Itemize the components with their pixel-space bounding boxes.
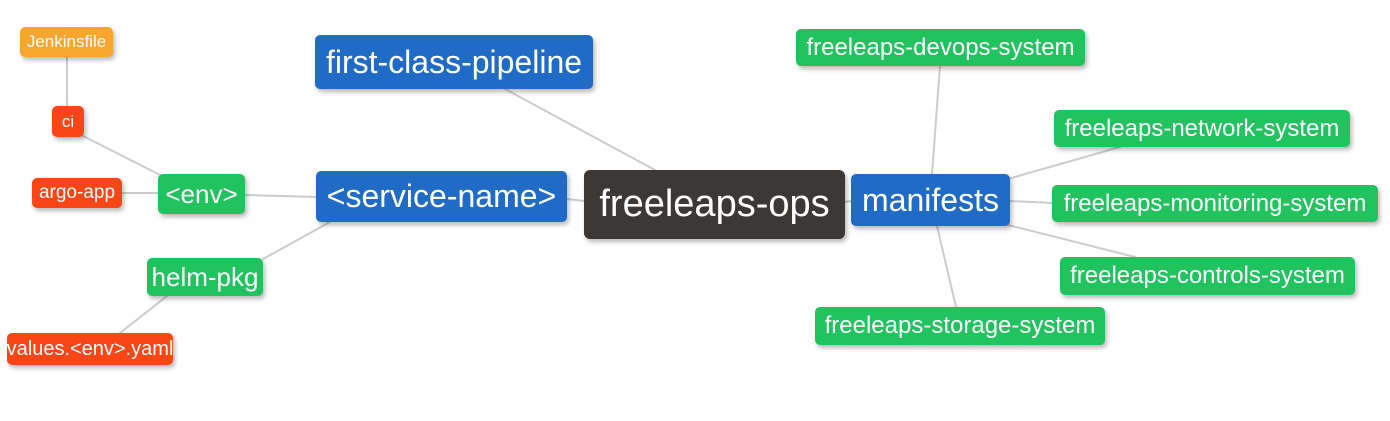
node-freeleaps-ops[interactable]: freeleaps-ops <box>584 170 845 239</box>
edge-servicename-helmpkg <box>262 221 331 260</box>
edge-helmpkg-values <box>119 295 168 334</box>
node-controls-system[interactable]: freeleaps-controls-system <box>1060 257 1355 295</box>
node-ci[interactable]: ci <box>52 106 84 137</box>
edge-manifests-storage <box>936 225 957 308</box>
edge-ci-env <box>82 135 163 177</box>
node-helm-pkg[interactable]: helm-pkg <box>147 258 263 296</box>
node-manifests[interactable]: manifests <box>851 174 1010 226</box>
node-monitoring-system[interactable]: freeleaps-monitoring-system <box>1052 185 1378 222</box>
edge-fcp-ops <box>504 88 656 171</box>
node-argo-app[interactable]: argo-app <box>32 178 122 208</box>
edge-servicename-ops <box>566 198 585 202</box>
node-values-env-yaml[interactable]: values.<env>.yaml <box>7 333 173 365</box>
edge-ops-manifests <box>844 200 852 203</box>
node-first-class-pipeline[interactable]: first-class-pipeline <box>315 35 593 89</box>
edge-manifests-devops <box>931 65 941 175</box>
edge-env-servicename <box>244 194 317 198</box>
node-storage-system[interactable]: freeleaps-storage-system <box>815 307 1105 345</box>
edge-manifests-network <box>1007 146 1121 180</box>
node-jenkinsfile[interactable]: Jenkinsfile <box>20 27 113 57</box>
edge-manifests-monitoring <box>1009 200 1053 204</box>
node-network-system[interactable]: freeleaps-network-system <box>1054 110 1350 147</box>
node-service-name[interactable]: <service-name> <box>316 171 567 222</box>
edge-manifests-controls <box>1007 224 1136 258</box>
node-devops-system[interactable]: freeleaps-devops-system <box>796 29 1085 66</box>
node-env[interactable]: <env> <box>158 174 245 214</box>
